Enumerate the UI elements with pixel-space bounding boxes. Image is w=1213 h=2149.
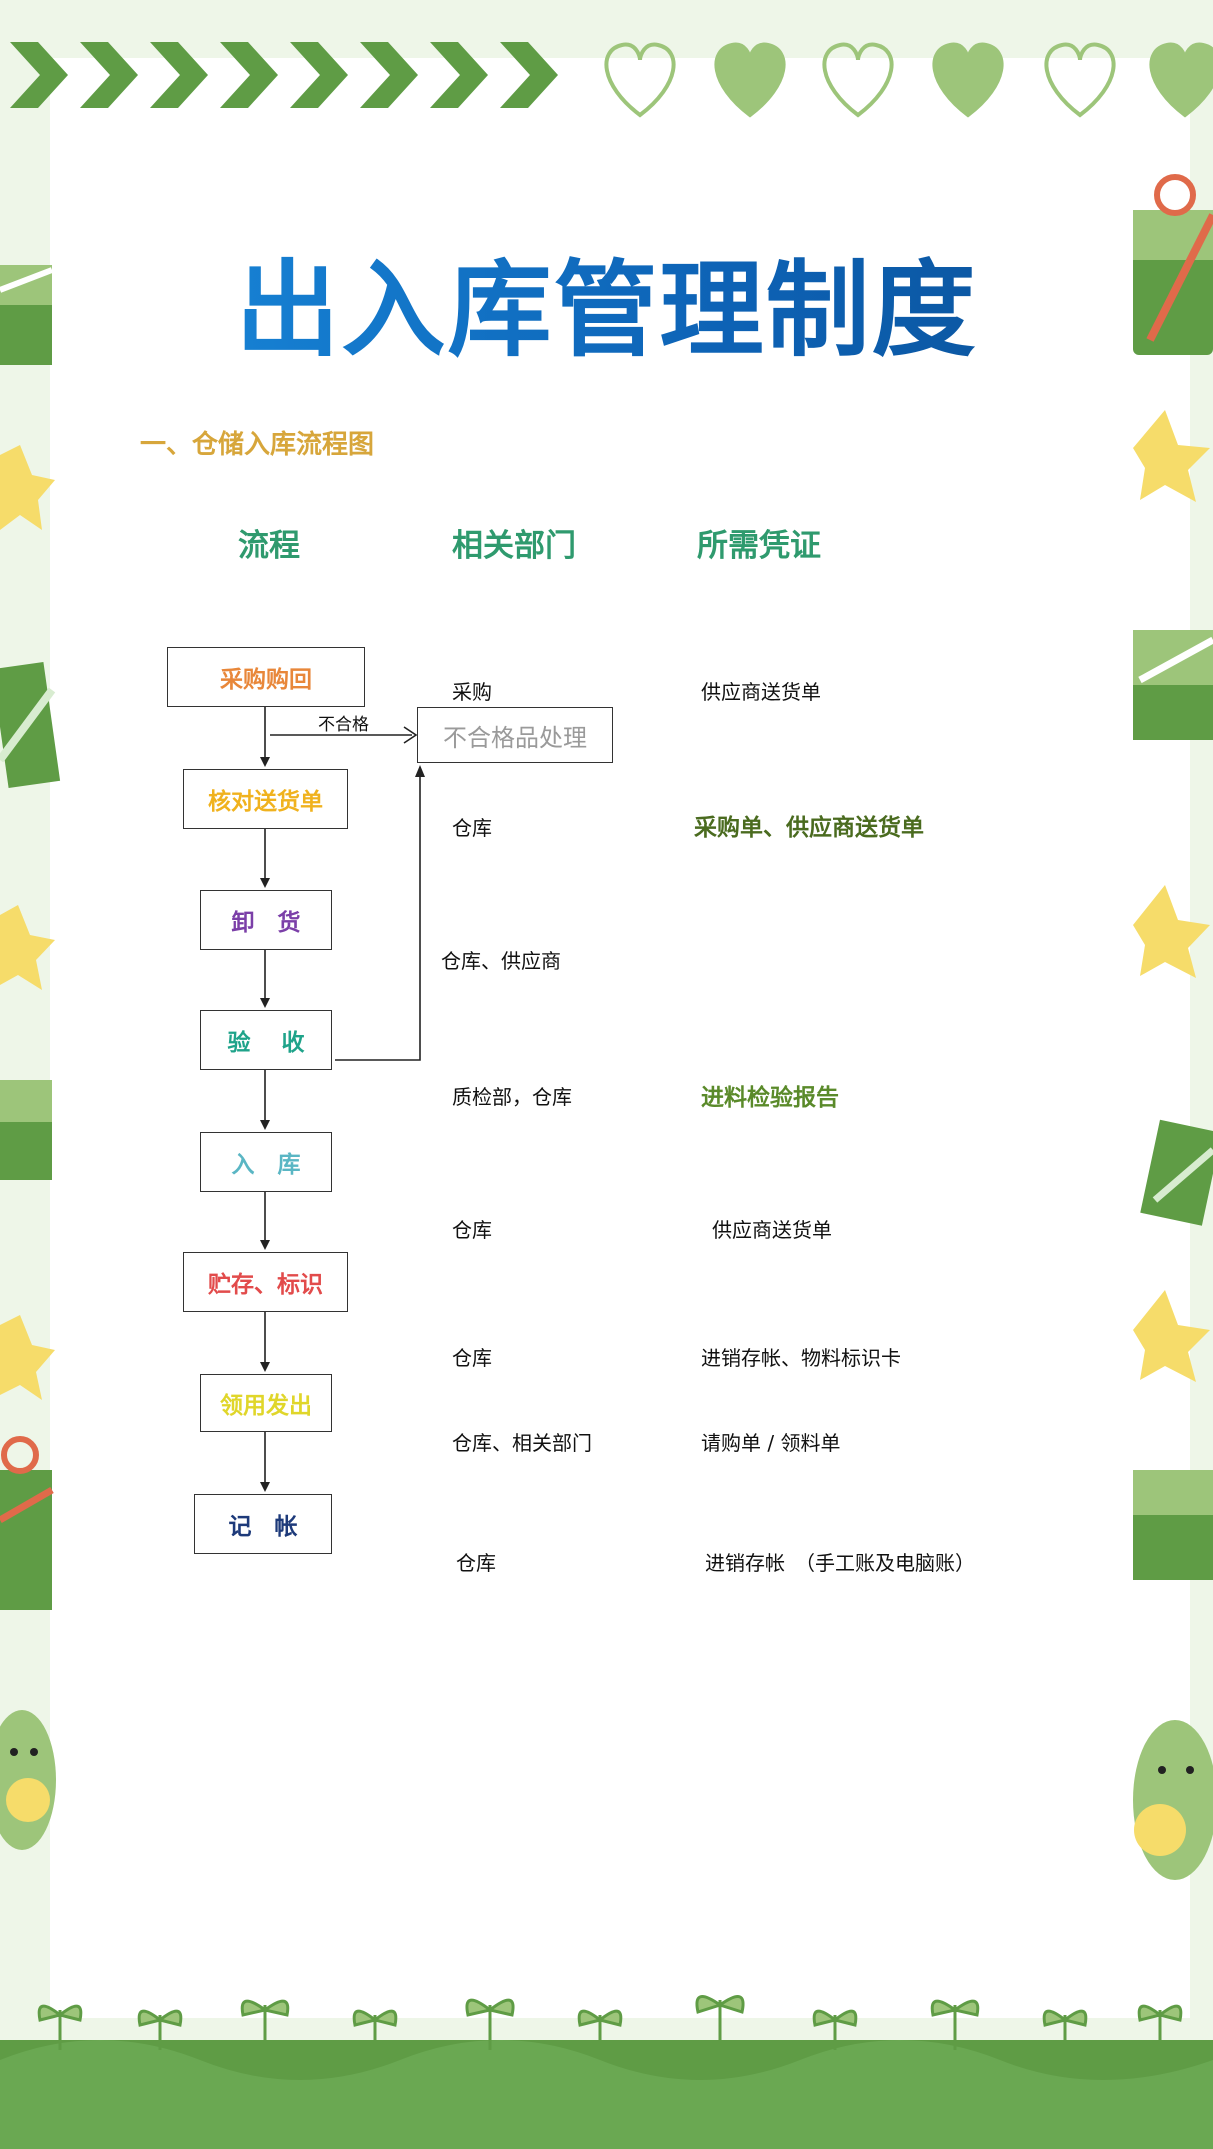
department-cell: 采购 xyxy=(452,680,492,704)
column-heading-voucher: 所需凭证 xyxy=(697,528,821,564)
star-icon xyxy=(0,1315,55,1400)
bean-character-icon xyxy=(1133,1720,1213,1880)
department-cell: 仓库 xyxy=(452,1346,492,1370)
star-icon xyxy=(1133,885,1210,978)
voucher-cell: 进料检验报告 xyxy=(701,1085,839,1111)
department-cell: 仓库 xyxy=(452,1218,492,1242)
reject-handling-box: 不合格品处理 xyxy=(417,707,613,763)
voucher-cell: 供应商送货单 xyxy=(712,1218,832,1242)
department-cell: 质检部，仓库 xyxy=(452,1085,572,1109)
star-icon xyxy=(1133,1290,1210,1382)
column-heading-department: 相关部门 xyxy=(452,528,576,564)
department-cell: 仓库、供应商 xyxy=(441,949,561,973)
reject-label: 不合格 xyxy=(318,715,369,735)
step-box-unload: 卸 货 xyxy=(200,890,332,950)
department-cell: 仓库 xyxy=(452,816,492,840)
heart-filled-icon xyxy=(1149,42,1213,118)
step-box-bookkeeping: 记 帐 xyxy=(194,1494,332,1554)
gift-icon xyxy=(0,265,54,365)
gift-icon xyxy=(1133,174,1213,355)
voucher-cell: 请购单 / 领料单 xyxy=(701,1431,841,1455)
bean-character-icon xyxy=(0,1710,56,1850)
step-box-store-label: 贮存、标识 xyxy=(183,1252,348,1312)
gift-icon xyxy=(1133,630,1213,740)
voucher-cell: 进销存帐、物料标识卡 xyxy=(701,1346,901,1370)
arrow-heads xyxy=(260,726,425,1492)
heart-outline-icon xyxy=(822,42,894,118)
ground-band xyxy=(0,2040,1213,2149)
step-box-inspect: 验 收 xyxy=(200,1010,332,1070)
flow-connectors xyxy=(264,707,421,1490)
gift-icon xyxy=(0,661,61,789)
voucher-cell: 供应商送货单 xyxy=(701,680,821,704)
star-icon xyxy=(0,905,55,990)
voucher-cell: 采购单、供应商送货单 xyxy=(694,815,924,841)
heart-filled-icon xyxy=(714,42,786,118)
step-box-check-delivery: 核对送货单 xyxy=(183,769,348,829)
chevron-band xyxy=(10,42,558,108)
department-cell: 仓库 xyxy=(456,1551,496,1575)
section-heading: 一、仓储入库流程图 xyxy=(140,430,375,460)
sprout-row xyxy=(37,1995,1183,2050)
heart-filled-icon xyxy=(932,42,1004,118)
star-icon xyxy=(0,445,55,530)
gift-icon xyxy=(0,1436,54,1610)
star-icon xyxy=(1133,410,1210,502)
department-cell: 仓库、相关部门 xyxy=(452,1431,592,1455)
inspection-return-line xyxy=(335,768,421,1061)
step-box-warehousing: 入 库 xyxy=(200,1132,332,1192)
step-box-issue: 领用发出 xyxy=(200,1374,332,1432)
voucher-cell: 进销存帐 （手工账及电脑账） xyxy=(705,1551,975,1575)
step-box-purchase: 采购购回 xyxy=(167,647,365,707)
gift-icon xyxy=(0,1080,52,1180)
heart-row xyxy=(604,42,1213,118)
gift-icon xyxy=(1140,1119,1213,1226)
gift-icon xyxy=(1133,1470,1213,1580)
heart-outline-icon xyxy=(1044,42,1116,118)
column-heading-process: 流程 xyxy=(238,528,300,564)
heart-outline-icon xyxy=(604,42,676,118)
page-title: 出入库管理制度 xyxy=(0,225,1213,376)
